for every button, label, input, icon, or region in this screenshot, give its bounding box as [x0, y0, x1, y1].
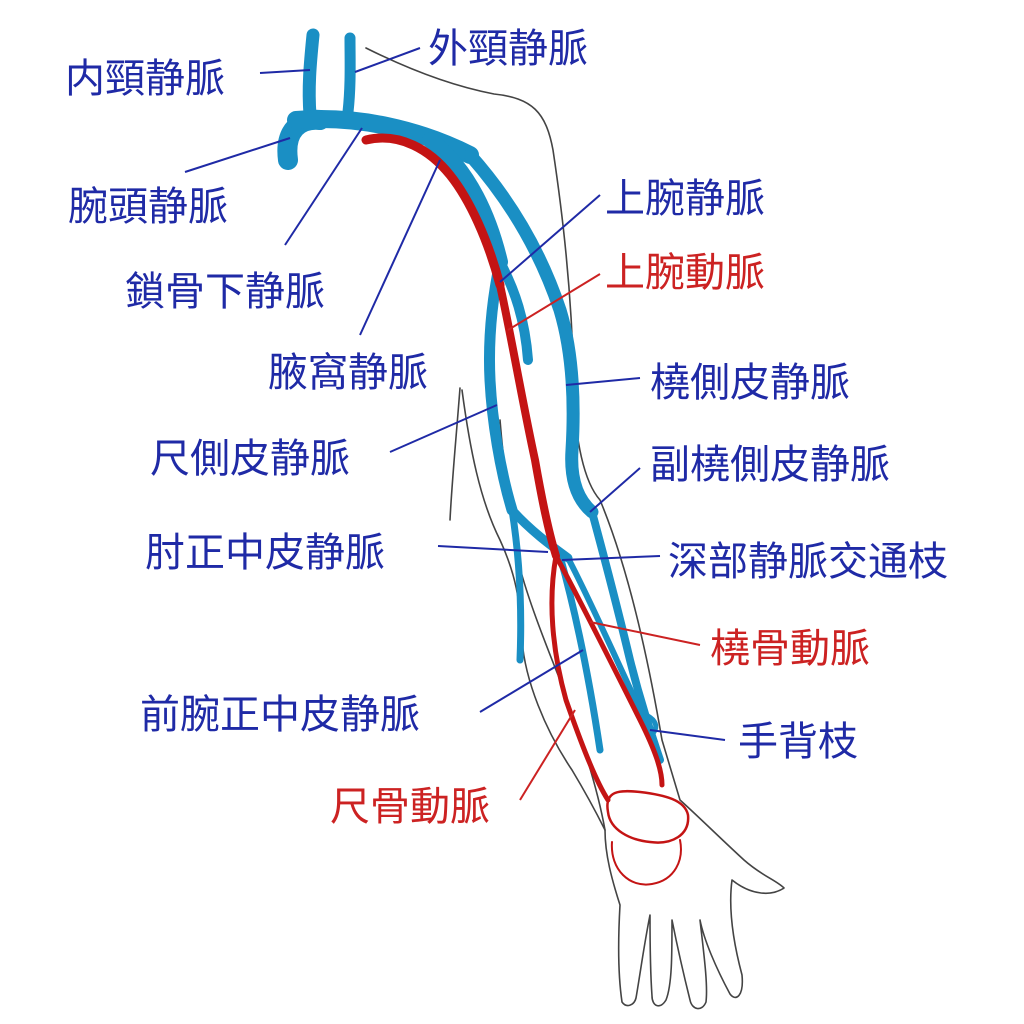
label-external-jugular: 外頸静脈 — [428, 26, 588, 72]
label-brachiocephalic: 腕頭静脈 — [68, 184, 228, 230]
label-internal-jugular: 内頸静脈 — [65, 56, 225, 102]
label-brachial-artery: 上腕動脈 — [605, 250, 765, 296]
leader-cephalic — [565, 377, 641, 386]
label-median-antebrachial: 前腕正中皮静脈 — [140, 692, 420, 738]
leader-axillary — [359, 159, 441, 336]
basilic-vein — [483, 256, 518, 516]
leader-brachial-vein — [499, 194, 601, 283]
arm-outline-outer — [365, 47, 785, 1010]
labels: 内頸静脈 外頸静脈 腕頭静脈 鎖骨下静脈 腋窩静脈 上腕静脈 上腕動脈 橈側皮静… — [65, 26, 948, 830]
label-radial-artery: 橈骨動脈 — [710, 626, 870, 672]
label-axillary: 腋窩静脈 — [268, 350, 428, 396]
leader-median-cubital — [437, 545, 549, 553]
leader-lines — [184, 47, 726, 801]
subclavian-artery — [361, 133, 505, 290]
leader-brachial-artery — [507, 273, 601, 331]
leader-median-antebrachial — [479, 649, 584, 713]
label-basilic: 尺側皮静脈 — [150, 436, 350, 482]
leader-accessory-cephalic — [589, 467, 641, 513]
brachial-vein — [495, 257, 533, 365]
leader-external-jugular — [354, 47, 421, 73]
palmar-arch-lower — [610, 839, 682, 886]
subclavian-vein — [287, 110, 479, 164]
cephalic-vein-forearm — [588, 508, 664, 764]
label-dorsal-branch: 手背枝 — [738, 719, 858, 765]
leader-brachiocephalic — [184, 137, 291, 173]
label-subclavian: 鎖骨下静脈 — [125, 269, 325, 315]
leader-radial-artery — [589, 621, 701, 646]
radial-artery — [553, 553, 665, 788]
internal-jugular-vein — [302, 28, 320, 122]
leader-subclavian — [284, 127, 363, 246]
label-median-cubital: 肘正中皮静脈 — [145, 530, 385, 576]
ulnar-artery — [549, 553, 611, 803]
leader-basilic — [389, 404, 498, 453]
label-perforating: 深部静脈交通枝 — [668, 539, 948, 585]
veins — [277, 28, 664, 764]
leader-internal-jugular — [259, 69, 311, 74]
external-jugular-vein — [342, 32, 356, 118]
palmar-arch — [606, 789, 690, 844]
label-cephalic: 橈側皮静脈 — [650, 360, 850, 406]
label-brachial-vein: 上腕静脈 — [605, 176, 765, 222]
forearm-vein-radial — [565, 555, 643, 713]
leader-ulnar-artery — [519, 709, 576, 801]
axillary-vein — [422, 132, 508, 270]
basilic-vein-forearm — [508, 506, 525, 664]
label-accessory-cephalic: 副橈側皮静脈 — [650, 442, 890, 488]
leader-perforating — [561, 555, 661, 561]
leader-dorsal-branch — [649, 729, 726, 741]
label-ulnar-artery: 尺骨動脈 — [330, 784, 490, 830]
accessory-cephalic-branch — [567, 467, 595, 515]
